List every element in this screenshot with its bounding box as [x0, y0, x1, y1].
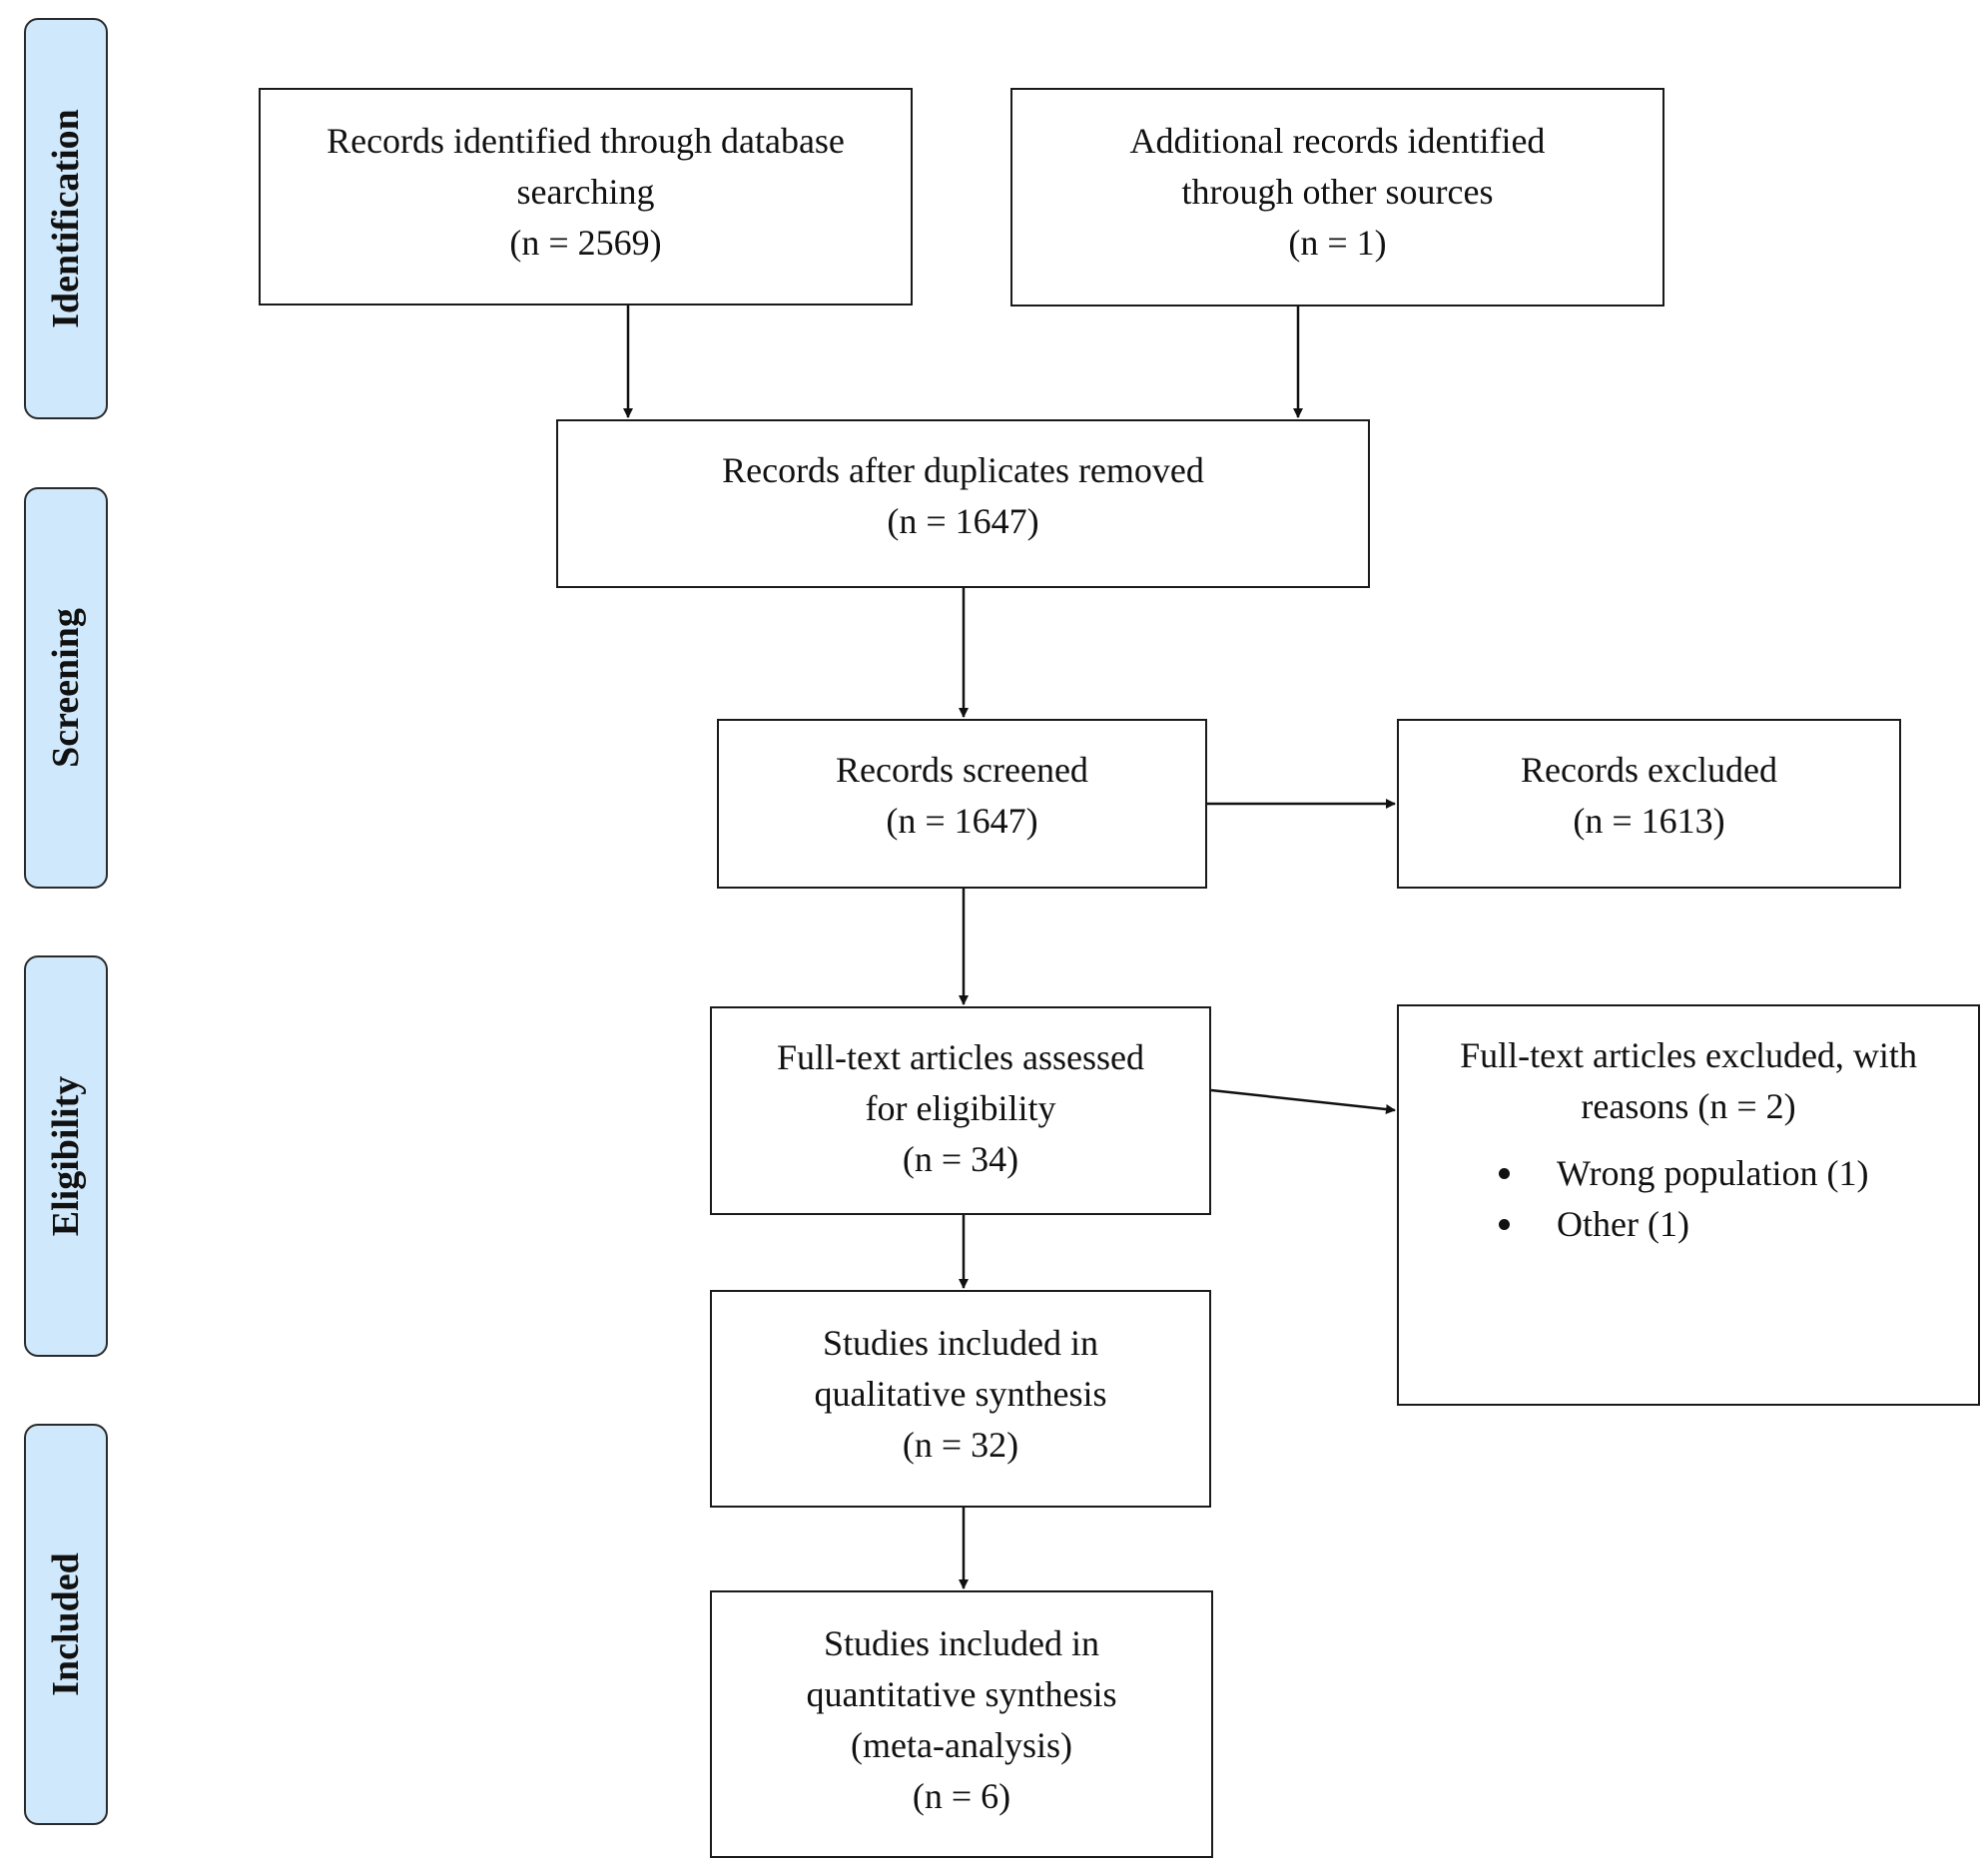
- box-fulltext-line-2: for eligibility: [865, 1088, 1056, 1128]
- box-other-count: (n = 1): [1288, 223, 1387, 263]
- box-qualitative-count: (n = 32): [902, 1425, 1019, 1465]
- box-qualitative-line-1: Studies included in: [823, 1323, 1098, 1363]
- box-fulltext-excluded-line-1: Full-text articles excluded, with: [1460, 1035, 1917, 1075]
- box-excluded-count: (n = 1613): [1573, 801, 1725, 841]
- phase-eligibility: Eligibility: [24, 955, 108, 1357]
- box-qualitative-synthesis: Studies included in qualitative synthesi…: [710, 1290, 1211, 1508]
- box-other-line-1: Additional records identified: [1129, 121, 1546, 161]
- box-quantitative-line-3: (meta-analysis): [851, 1725, 1072, 1765]
- box-fulltext-assessed: Full-text articles assessed for eligibil…: [710, 1006, 1211, 1215]
- box-database-records: Records identified through database sear…: [259, 88, 913, 306]
- box-quantitative-line-2: quantitative synthesis: [806, 1674, 1117, 1714]
- phase-included: Included: [24, 1424, 108, 1825]
- phase-screening: Screening: [24, 487, 108, 889]
- box-quantitative-synthesis: Studies included in quantitative synthes…: [710, 1590, 1213, 1858]
- box-database-line-2: searching: [516, 172, 655, 212]
- box-fulltext-excluded-line-2: reasons (n = 2): [1581, 1086, 1796, 1126]
- box-fulltext-excluded: Full-text articles excluded, with reason…: [1397, 1004, 1980, 1406]
- box-other-line-2: through other sources: [1181, 172, 1494, 212]
- box-duplicates-line-1: Records after duplicates removed: [722, 450, 1204, 490]
- box-fulltext-count: (n = 34): [902, 1139, 1019, 1179]
- box-fulltext-line-1: Full-text articles assessed: [777, 1037, 1144, 1077]
- exclusion-reasons-list: Wrong population (1) Other (1): [1399, 1148, 1978, 1250]
- exclusion-reason-item: Wrong population (1): [1399, 1148, 1978, 1199]
- box-screened-line-1: Records screened: [836, 750, 1088, 790]
- box-quantitative-line-1: Studies included in: [824, 1623, 1099, 1663]
- box-records-excluded: Records excluded (n = 1613): [1397, 719, 1901, 889]
- arrow-fulltext-to-fulltext-excluded: [1210, 1088, 1396, 1114]
- box-other-sources: Additional records identified through ot…: [1010, 88, 1664, 307]
- box-quantitative-count: (n = 6): [912, 1776, 1011, 1816]
- box-excluded-line-1: Records excluded: [1521, 750, 1777, 790]
- box-duplicates-count: (n = 1647): [887, 501, 1039, 541]
- exclusion-reason-item: Other (1): [1399, 1199, 1978, 1250]
- box-records-screened: Records screened (n = 1647): [717, 719, 1207, 889]
- box-database-line-1: Records identified through database: [327, 121, 845, 161]
- box-qualitative-line-2: qualitative synthesis: [814, 1374, 1107, 1414]
- box-screened-count: (n = 1647): [886, 801, 1038, 841]
- box-database-count: (n = 2569): [509, 223, 662, 263]
- box-after-duplicates: Records after duplicates removed (n = 16…: [556, 419, 1370, 588]
- phase-identification: Identification: [24, 18, 108, 419]
